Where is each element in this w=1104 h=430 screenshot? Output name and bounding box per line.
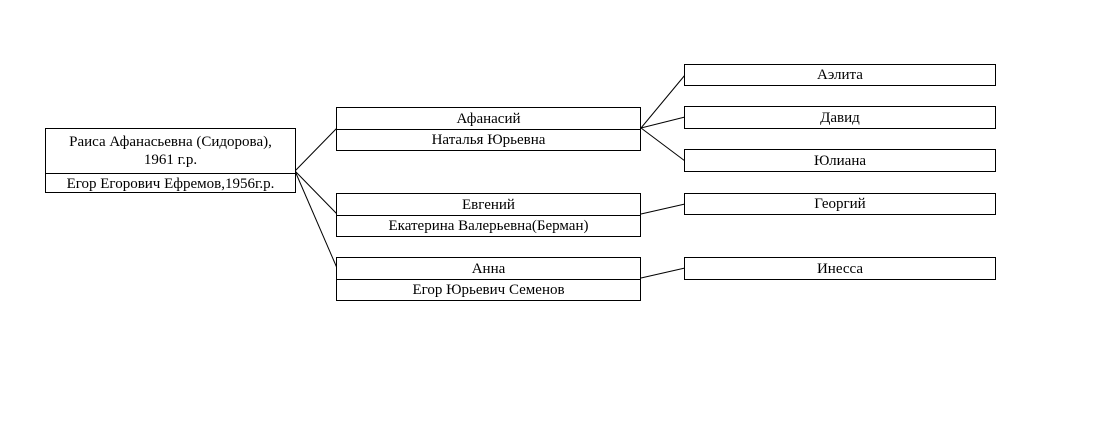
grandchild-box-david: Давид (684, 106, 996, 129)
root-spouse-name: Егор Егорович Ефремов,1956г.р. (46, 173, 295, 193)
grandchild-name: Инесса (816, 260, 864, 277)
connector-root-to-afanasiy (294, 127, 338, 172)
connector-evgeniy-to-georgiy (640, 203, 686, 215)
connector-afanasiy-to-yuliana (640, 127, 686, 162)
grandchild-name: Аэлита (817, 67, 863, 83)
connector-root-to-evgeniy (294, 170, 338, 215)
connector-root-to-anna (294, 170, 338, 269)
child-person-name: Евгений (462, 196, 515, 213)
grandchild-box-aelita: Аэлита (684, 64, 996, 86)
connector-afanasiy-to-aelita (640, 74, 686, 129)
root-person-name: Раиса Афанасьевна (Сидорова), 1961 г.р. (69, 134, 272, 168)
grandchild-box-inessa: Инесса (684, 257, 996, 280)
connector-afanasiy-to-david (640, 116, 686, 129)
grandchild-name: Давид (820, 109, 860, 126)
grandchild-name: Георгий (814, 196, 866, 212)
child-couple-box-afanasiy: Афанасий Наталья Юрьевна (336, 107, 641, 151)
connector-anna-to-inessa (640, 267, 686, 279)
child-spouse-name: Наталья Юрьевна (337, 129, 640, 150)
grandchild-name: Юлиана (813, 152, 867, 169)
child-spouse-name: Егор Юрьевич Семенов (337, 279, 640, 300)
child-person-name: Анна (471, 260, 506, 277)
child-couple-box-evgeniy: Евгений Екатерина Валерьевна(Берман) (336, 193, 641, 237)
root-couple-box: Раиса Афанасьевна (Сидорова), 1961 г.р. … (45, 128, 296, 193)
child-person-name: Афанасий (456, 110, 521, 127)
grandchild-box-georgiy: Георгий (684, 193, 996, 215)
child-couple-box-anna: Анна Егор Юрьевич Семенов (336, 257, 641, 301)
grandchild-box-yuliana: Юлиана (684, 149, 996, 172)
child-spouse-name: Екатерина Валерьевна(Берман) (337, 215, 640, 236)
